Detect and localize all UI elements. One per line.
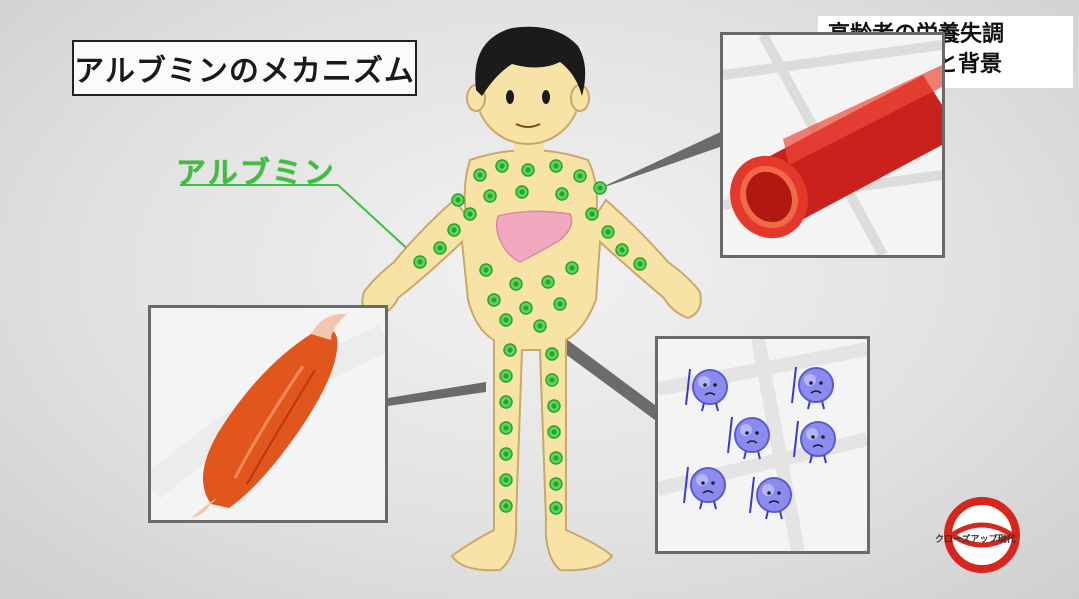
albumin-dot-core (638, 262, 643, 267)
albumin-dot-core (418, 260, 423, 265)
albumin-molecule-icon (728, 417, 769, 459)
albumin-dot-core (452, 228, 457, 233)
albumin-dot-core (504, 452, 509, 457)
albumin-dot-core (560, 192, 565, 197)
blood-vessel-icon (723, 35, 942, 255)
albumin-dot-core (550, 378, 555, 383)
right-eye (542, 90, 550, 104)
albumin-molecule-icon (686, 369, 727, 411)
albumin-dot-core (590, 212, 595, 217)
albumin-dot-core (550, 352, 555, 357)
albumin-dot-core (554, 456, 559, 461)
albumin-dot-core (484, 268, 489, 273)
blood-vessel-panel (720, 32, 945, 258)
albumin-dot-core (578, 174, 583, 179)
albumin-dot-core (504, 426, 509, 431)
albumin-dot-core (504, 478, 509, 483)
albumin-dot-core (570, 266, 575, 271)
albumin-dot-core (492, 298, 497, 303)
albumin-dot-core (468, 212, 473, 217)
albumin-dot-core (552, 430, 557, 435)
albumin-dot-core (504, 400, 509, 405)
albumin-dot-core (524, 306, 529, 311)
albumin-dot-core (620, 248, 625, 253)
albumin-dot-core (504, 504, 509, 509)
albumin-dot-core (520, 190, 525, 195)
albumin-dot-core (508, 348, 513, 353)
molecule-scene (658, 339, 867, 551)
albumin-dot-core (488, 194, 493, 199)
albumin-dot-core (500, 164, 505, 169)
albumin-dot-core (438, 246, 443, 251)
program-logo-text: クローズアップ現代 (935, 532, 1045, 545)
albumin-dot-core (606, 230, 611, 235)
albumin-dot-core (538, 324, 543, 329)
albumin-molecules (684, 367, 835, 519)
left-eye (506, 90, 514, 104)
albumin-dot-core (456, 198, 461, 203)
albumin-dot-core (558, 302, 563, 307)
albumin-dot-core (526, 168, 531, 173)
albumin-dot-core (554, 164, 559, 169)
albumin-dot-core (598, 186, 603, 191)
albumin-dot-core (514, 282, 519, 287)
albumin-dot-core (478, 173, 483, 178)
albumin-molecule-icon (792, 367, 833, 409)
albumin-dot-core (546, 280, 551, 285)
molecule-panel (655, 336, 870, 554)
albumin-dot-core (504, 374, 509, 379)
albumin-dot-core (504, 318, 509, 323)
albumin-dot-core (554, 506, 559, 511)
albumin-dot-core (552, 404, 557, 409)
muscle-icon (151, 308, 385, 520)
muscle-panel (148, 305, 388, 523)
albumin-dot-core (554, 482, 559, 487)
